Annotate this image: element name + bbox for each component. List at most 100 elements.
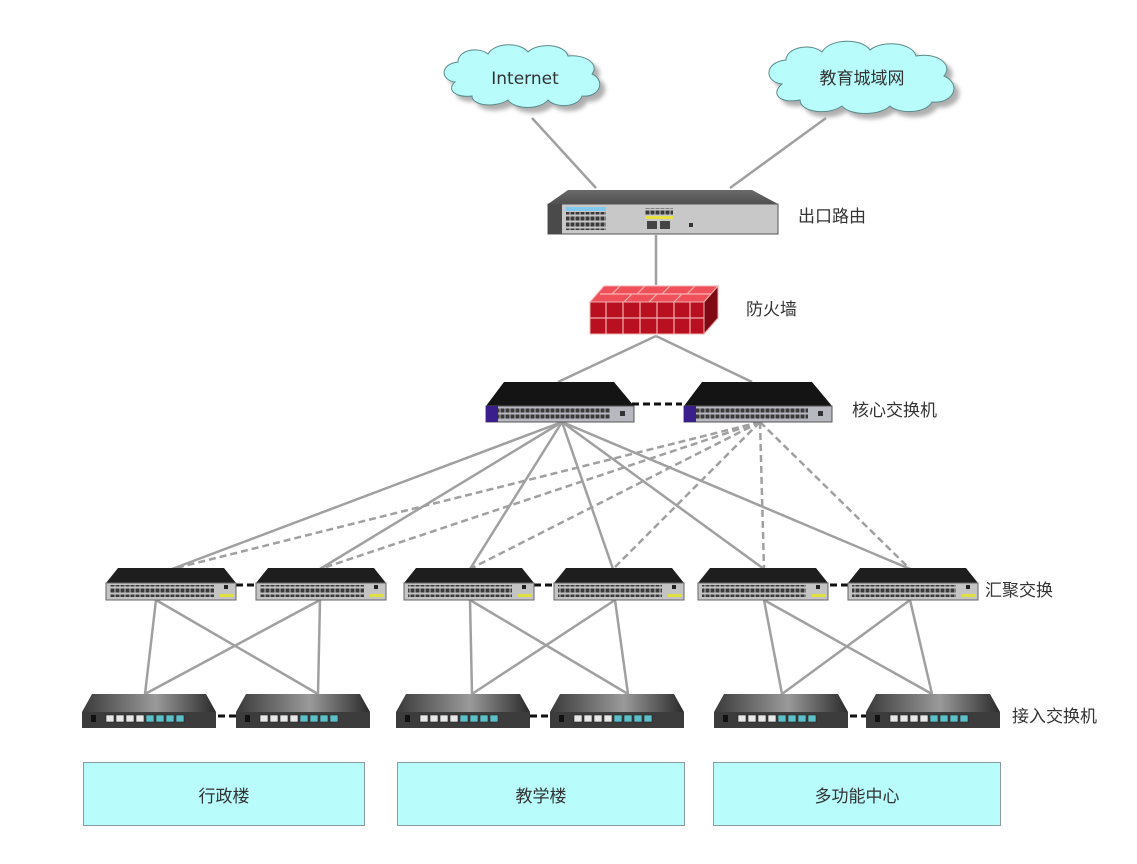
ethernet-port bbox=[419, 714, 429, 723]
ethernet-port bbox=[429, 714, 439, 723]
switch-sfp bbox=[518, 594, 532, 597]
access-switch-2 bbox=[236, 694, 370, 728]
link-agg-access bbox=[471, 598, 616, 696]
ethernet-port bbox=[797, 714, 807, 723]
ethernet-port bbox=[259, 714, 269, 723]
ethernet-port bbox=[623, 714, 633, 723]
building-label: 多功能中心 bbox=[814, 786, 900, 807]
power-port bbox=[405, 715, 410, 722]
link-core1-agg4 bbox=[560, 421, 615, 570]
link-firewall-core2 bbox=[655, 334, 753, 384]
power-port bbox=[723, 715, 728, 722]
ethernet-port bbox=[787, 714, 797, 723]
switch-top bbox=[866, 694, 1000, 712]
ethernet-port bbox=[145, 714, 155, 723]
power-port bbox=[91, 715, 96, 722]
ethernet-port bbox=[449, 714, 459, 723]
switch-top bbox=[684, 382, 832, 406]
ethernet-port bbox=[165, 714, 175, 723]
aggregation-switch-1 bbox=[105, 568, 237, 601]
switch-ports bbox=[408, 585, 512, 597]
ethernet-port bbox=[459, 714, 469, 723]
switch-top bbox=[106, 568, 236, 583]
link-internet-router bbox=[531, 117, 597, 189]
ethernet-port bbox=[613, 714, 623, 723]
switch-ports bbox=[696, 408, 808, 419]
ethernet-port bbox=[899, 714, 909, 723]
switch-ports bbox=[498, 408, 610, 419]
switch-top bbox=[82, 694, 216, 712]
ethernet-port bbox=[279, 714, 289, 723]
link-firewall-core1 bbox=[557, 334, 657, 384]
ethernet-port bbox=[105, 714, 115, 723]
link-agg-access bbox=[762, 599, 784, 695]
switch-console bbox=[816, 585, 820, 589]
switch-sfp bbox=[962, 594, 976, 597]
switch-ports bbox=[702, 585, 806, 597]
switch-top bbox=[396, 694, 530, 712]
ethernet-port bbox=[289, 714, 299, 723]
link-agg-access bbox=[144, 598, 321, 696]
ethernet-port bbox=[747, 714, 757, 723]
switch-top bbox=[486, 382, 634, 406]
ethernet-port bbox=[469, 714, 479, 723]
ethernet-port bbox=[115, 714, 125, 723]
aggregation-switch-label: 汇聚交换 bbox=[985, 581, 1053, 601]
switch-top bbox=[554, 568, 684, 583]
link-agg-access bbox=[155, 598, 319, 696]
ethernet-port bbox=[439, 714, 449, 723]
access-switch-label: 接入交换机 bbox=[1012, 707, 1097, 727]
switch-console bbox=[818, 411, 823, 416]
access-switch-group bbox=[82, 694, 1000, 728]
link-agg-access bbox=[781, 598, 911, 696]
switch-console bbox=[966, 585, 970, 589]
link-core1-agg3 bbox=[468, 421, 564, 570]
ethernet-port bbox=[309, 714, 319, 723]
core-switch-2 bbox=[683, 382, 833, 423]
switch-ports bbox=[852, 585, 956, 597]
switch-console bbox=[224, 585, 228, 589]
ethernet-port bbox=[593, 714, 603, 723]
link-core1-agg5 bbox=[561, 420, 765, 571]
ethernet-port bbox=[643, 714, 653, 723]
link-core2-agg3 bbox=[469, 420, 761, 571]
ethernet-port bbox=[155, 714, 165, 723]
ethernet-port bbox=[929, 714, 939, 723]
ethernet-port bbox=[757, 714, 767, 723]
access-switch-1 bbox=[82, 694, 216, 728]
switch-sfp bbox=[812, 594, 826, 597]
edu-man-label: 教育城域网 bbox=[820, 69, 905, 89]
firewall-icon bbox=[588, 284, 720, 336]
ethernet-port bbox=[909, 714, 919, 723]
link-edu-router bbox=[729, 116, 827, 190]
link-agg-access bbox=[908, 599, 934, 695]
switch-ports bbox=[110, 585, 214, 597]
switch-ports bbox=[558, 585, 662, 597]
switch-console bbox=[620, 411, 625, 416]
power-port bbox=[245, 715, 250, 722]
switch-accent bbox=[486, 406, 498, 422]
cloud-icon bbox=[768, 40, 955, 114]
switch-top bbox=[848, 568, 978, 583]
switch-top bbox=[256, 568, 386, 583]
ethernet-port bbox=[583, 714, 593, 723]
access-switch-3 bbox=[396, 694, 530, 728]
aggregation-switch-3 bbox=[403, 568, 535, 601]
ethernet-port bbox=[633, 714, 643, 723]
link-agg-access bbox=[468, 599, 474, 695]
switch-top bbox=[698, 568, 828, 583]
link-core2-agg5 bbox=[758, 421, 766, 570]
ethernet-port bbox=[767, 714, 777, 723]
ethernet-port bbox=[603, 714, 613, 723]
link-agg-access bbox=[613, 599, 630, 695]
ethernet-port bbox=[949, 714, 959, 723]
switch-top bbox=[714, 694, 848, 712]
switch-top bbox=[550, 694, 684, 712]
power-port bbox=[875, 715, 880, 722]
switch-accent bbox=[684, 406, 696, 422]
ethernet-port bbox=[479, 714, 489, 723]
aggregation-switch-6 bbox=[847, 568, 979, 601]
ethernet-port bbox=[489, 714, 499, 723]
router-label: 出口路由 bbox=[798, 207, 866, 227]
